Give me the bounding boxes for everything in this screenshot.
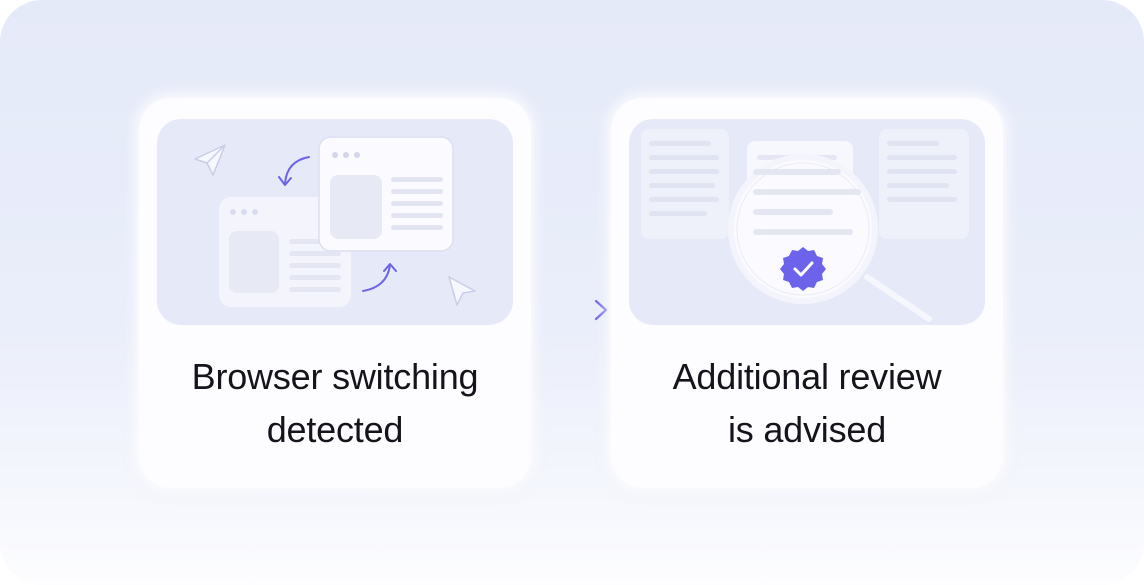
- step-caption: Additional review is advised: [611, 350, 1003, 456]
- step-caption-line: detected: [266, 409, 404, 450]
- switch-arrow-icon: [278, 156, 310, 186]
- browser-switching-illustration: [157, 119, 513, 325]
- review-illustration: [629, 119, 985, 325]
- magnifier-icon: [728, 154, 932, 322]
- browser-window-icon: [318, 136, 454, 252]
- step-caption-line: Additional review: [672, 356, 942, 397]
- step-caption-line: is advised: [727, 409, 887, 450]
- cursor-icon: [448, 276, 476, 306]
- browser-switching-graphic: [194, 136, 476, 307]
- step-caption-line: Browser switching: [191, 356, 479, 397]
- arrow-right-icon: [535, 299, 608, 321]
- step-card-additional-review: Additional review is advised: [611, 98, 1003, 488]
- paper-plane-icon: [194, 144, 226, 176]
- step-caption: Browser switching detected: [139, 350, 531, 456]
- review-graphic: [641, 129, 969, 322]
- document-icon: [641, 129, 729, 239]
- step-card-browser-switching: Browser switching detected: [139, 98, 531, 488]
- verified-badge-icon: [780, 247, 826, 291]
- switch-arrow-icon: [362, 263, 397, 292]
- document-icon: [879, 129, 969, 239]
